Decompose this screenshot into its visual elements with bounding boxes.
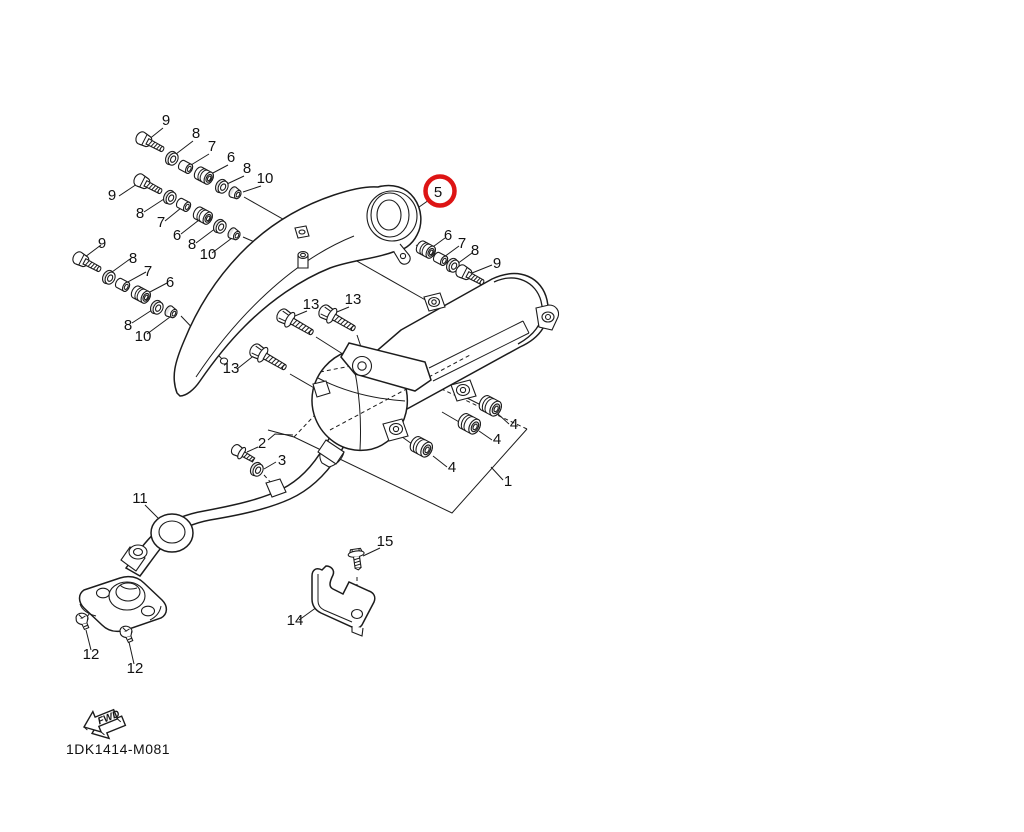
bolt-13 <box>246 340 291 376</box>
fwd-arrow: FWD <box>82 709 127 740</box>
part-callout-10[interactable]: 10 <box>257 170 274 187</box>
part-callout-9[interactable]: 9 <box>493 255 501 272</box>
part-callout-2[interactable]: 2 <box>258 435 266 452</box>
washer-8 <box>212 176 232 197</box>
bolt-9 <box>133 129 167 157</box>
muffler-front-cover <box>311 320 530 465</box>
washer-3 <box>247 459 267 480</box>
part-callout-11[interactable]: 11 <box>132 490 148 507</box>
part-callout-7[interactable]: 7 <box>208 138 216 155</box>
highlight-circle <box>423 174 457 208</box>
part-callout-9[interactable]: 9 <box>108 187 116 204</box>
grommet-4 <box>407 434 436 460</box>
part-callout-14[interactable]: 14 <box>287 612 304 629</box>
part-callout-12[interactable]: 12 <box>127 660 144 677</box>
part-callout-8[interactable]: 8 <box>124 317 132 334</box>
part-callout-15[interactable]: 15 <box>377 533 394 550</box>
body-grommets-4 <box>407 393 505 460</box>
part-callout-10[interactable]: 10 <box>135 328 152 345</box>
grommet-6 <box>128 283 153 306</box>
part-callout-1[interactable]: 1 <box>504 473 512 490</box>
part-callout-8[interactable]: 8 <box>136 205 144 222</box>
part-callout-7[interactable]: 7 <box>458 235 466 252</box>
part-callout-4[interactable]: 4 <box>448 459 456 476</box>
part-callout-12[interactable]: 12 <box>83 646 100 663</box>
part-callout-8[interactable]: 8 <box>471 242 479 259</box>
muffler-assembly <box>73 273 560 644</box>
part-callout-7[interactable]: 7 <box>157 214 165 231</box>
heat-shield <box>173 184 422 397</box>
part-callout-13[interactable]: 13 <box>303 296 320 313</box>
collar-7 <box>113 276 132 294</box>
part-callout-4[interactable]: 4 <box>510 416 518 433</box>
grommet-4 <box>455 411 484 437</box>
bolt-9 <box>453 262 487 290</box>
part-callout-8[interactable]: 8 <box>243 160 251 177</box>
collar-7 <box>176 158 195 176</box>
part-callout-8[interactable]: 8 <box>192 125 200 142</box>
muffler-protector-bracket <box>311 547 376 637</box>
part-callout-10[interactable]: 10 <box>200 246 217 263</box>
bolt-2 <box>228 441 258 467</box>
part-callout-6[interactable]: 6 <box>444 227 452 244</box>
exhaust-pipe <box>120 435 346 577</box>
part-callout-9[interactable]: 9 <box>162 112 170 129</box>
nut-10 <box>162 303 180 321</box>
washer-8 <box>160 187 180 208</box>
part-callout-6[interactable]: 6 <box>166 274 174 291</box>
exhaust-flange <box>73 575 168 644</box>
part-callout-9[interactable]: 9 <box>98 235 106 252</box>
diagram-code: 1DK1414-M081 <box>66 741 170 757</box>
part-callout-5[interactable]: 5 <box>434 184 442 201</box>
nut-10 <box>225 225 243 243</box>
bolt-9 <box>131 171 165 199</box>
washer-8 <box>99 267 119 288</box>
part-callout-8[interactable]: 8 <box>129 250 137 267</box>
part-callout-13[interactable]: 13 <box>223 360 240 377</box>
washer-8 <box>210 216 230 237</box>
grommet-4 <box>476 393 505 419</box>
grommet-6 <box>191 164 216 187</box>
part-callout-3[interactable]: 3 <box>278 452 286 469</box>
part-callout-8[interactable]: 8 <box>188 236 196 253</box>
part-callout-4[interactable]: 4 <box>493 431 501 448</box>
nut-10 <box>226 184 244 202</box>
bolt-15 <box>346 547 367 572</box>
part-callout-13[interactable]: 13 <box>345 291 362 308</box>
part-callout-6[interactable]: 6 <box>227 149 235 166</box>
part-callout-7[interactable]: 7 <box>144 263 152 280</box>
washer-8 <box>147 297 167 318</box>
bolt-9 <box>70 249 104 277</box>
part-callout-6[interactable]: 6 <box>173 227 181 244</box>
